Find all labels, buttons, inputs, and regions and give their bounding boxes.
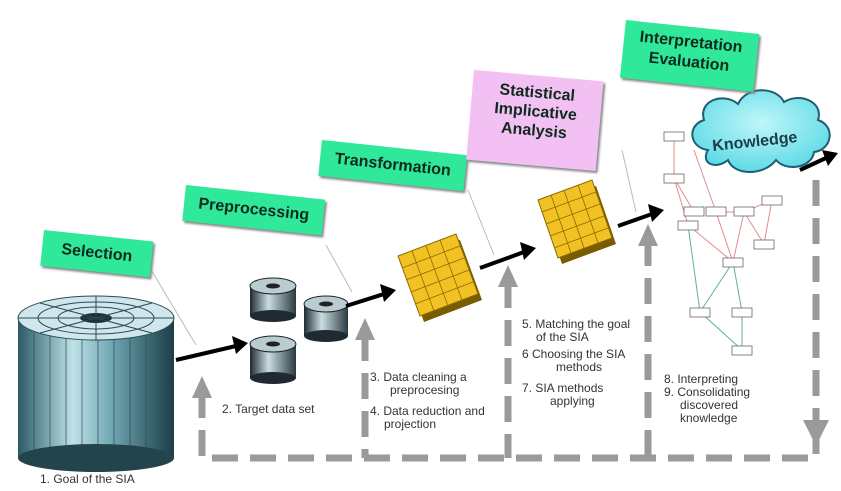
- graph-node: [663, 131, 685, 142]
- graph-node: [705, 206, 727, 217]
- graph-node: [761, 195, 783, 206]
- small-cylinder-3: [303, 295, 349, 342]
- step-reduction: 4. Data reduction and projection: [370, 405, 485, 431]
- target-database-cylinders: [249, 277, 349, 384]
- step-consolidating-line-1: 9. Consolidating: [664, 385, 751, 399]
- up-arrow-3: [498, 265, 518, 287]
- graph-node: [731, 345, 753, 356]
- implicative-graph: [663, 131, 783, 356]
- down-arrow: [803, 420, 829, 446]
- step-choosing-line-1: 6 Choosing the SIA: [522, 347, 626, 361]
- small-cylinder-2: [249, 335, 297, 384]
- selection-text: Selection: [60, 240, 134, 266]
- transformed-data-table: [397, 233, 482, 322]
- graph-node: [722, 257, 744, 268]
- step-consolidating-line-2: discovered: [680, 398, 739, 412]
- step-target: 2. Target data set: [222, 403, 315, 416]
- step-applying: 7. SIA methods applying: [522, 382, 603, 408]
- step-interpreting: 8. Interpreting: [664, 373, 738, 386]
- graph-node: [683, 206, 705, 217]
- step-matching-line-1: 5. Matching the goal: [522, 317, 631, 331]
- graph-node: [753, 239, 775, 250]
- feedback-arrowheads: [192, 224, 829, 446]
- stage-label-sia: Statistical Implicative Analysis: [466, 70, 604, 171]
- label-pointer-lines: [149, 149, 637, 346]
- graph-node: [731, 307, 753, 318]
- step-cleaning-line-2: preprocesing: [390, 383, 460, 397]
- step-choosing-line-2: methods: [556, 360, 603, 374]
- small-cylinder-1: [249, 277, 297, 322]
- step-consolidating: 9. Consolidating discovered knowledge: [664, 386, 750, 425]
- graph-node: [733, 206, 755, 217]
- step-choosing: 6 Choosing the SIA methods: [522, 348, 625, 374]
- preprocessing-text: Preprocessing: [197, 195, 310, 224]
- step-cleaning: 3. Data cleaning a preprocesing: [370, 371, 467, 397]
- graph-node: [677, 220, 699, 231]
- step-applying-line-1: 7. SIA methods: [522, 381, 604, 395]
- step-applying-line-2: applying: [550, 394, 595, 408]
- step-goal: 1. Goal of the SIA: [40, 473, 135, 486]
- step-reduction-line-1: 4. Data reduction and: [370, 404, 485, 418]
- up-arrow-4: [638, 224, 658, 246]
- up-arrow-2: [355, 318, 375, 340]
- process-arrows: [175, 150, 838, 362]
- goal-database-cylinder: [17, 295, 175, 472]
- step-target-text: 2. Target data set: [222, 402, 315, 416]
- graph-node: [689, 307, 711, 318]
- graph-node: [663, 173, 685, 184]
- step-matching-line-2: of the SIA: [536, 330, 589, 344]
- step-matching: 5. Matching the goal of the SIA: [522, 318, 630, 344]
- step-cleaning-line-1: 3. Data cleaning a: [370, 370, 467, 384]
- transformation-text: Transformation: [333, 150, 452, 180]
- step-interpreting-text: 8. Interpreting: [664, 372, 739, 386]
- step-reduction-line-2: projection: [384, 417, 437, 431]
- step-consolidating-line-3: knowledge: [680, 411, 738, 425]
- knowledge-cloud: Knowledge: [691, 89, 831, 173]
- sia-result-table: [537, 179, 616, 264]
- step-goal-text: 1. Goal of the SIA: [40, 472, 135, 486]
- up-arrow-1: [192, 376, 212, 398]
